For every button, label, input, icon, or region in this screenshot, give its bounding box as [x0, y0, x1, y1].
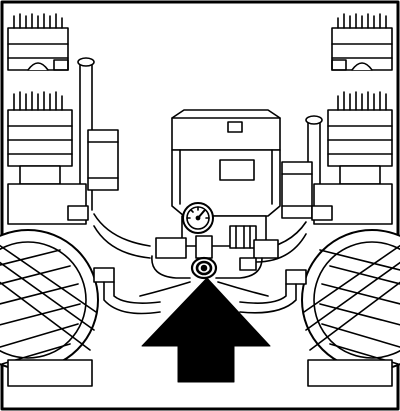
- left-upper-cylinder-head: [7, 13, 69, 71]
- left-lower-cylinder-head: [7, 91, 73, 185]
- outlet-coupling: [190, 235, 218, 280]
- left-air-filter: [87, 129, 119, 191]
- left-motor-base: [7, 359, 93, 387]
- pressure-gauge: [182, 202, 214, 234]
- left-hose: [93, 213, 151, 259]
- left-motor-grille: [0, 229, 99, 371]
- right-upper-cylinder-head: [331, 13, 393, 71]
- left-compressor: [0, 13, 161, 387]
- right-motor-base: [307, 359, 393, 387]
- right-air-filter: [281, 161, 313, 219]
- up-arrow-icon: [141, 277, 271, 383]
- right-motor-grille: [301, 229, 400, 371]
- pressure-switch-housing: [155, 109, 281, 259]
- right-compressor: [239, 13, 400, 387]
- right-lower-cylinder-head: [327, 91, 393, 185]
- lower-piping: [139, 255, 269, 297]
